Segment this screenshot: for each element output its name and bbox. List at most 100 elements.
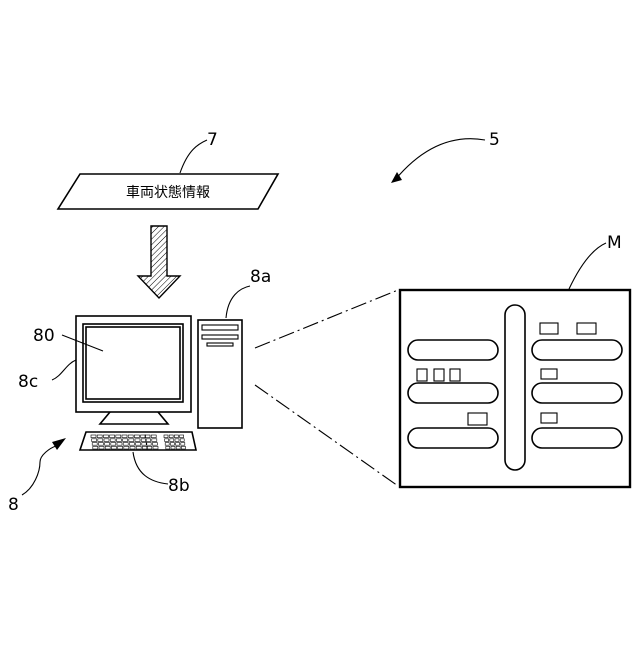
- monitor: [76, 316, 191, 424]
- vehicle-marker: [540, 323, 558, 334]
- monitor-screen: [83, 324, 183, 402]
- left-track-3: [408, 428, 498, 448]
- keyboard-key: [180, 435, 184, 438]
- vehicle-marker: [450, 369, 460, 381]
- keyboard: [80, 432, 196, 450]
- tower-drive-3: [207, 343, 233, 346]
- keyboard-key: [180, 439, 184, 442]
- leader-7: [180, 140, 207, 173]
- keyboard-key: [171, 446, 175, 449]
- keyboard-key: [98, 439, 103, 442]
- left-track-1: [408, 340, 498, 360]
- screen-detail-frame: [400, 290, 630, 487]
- arrowhead-8: [52, 438, 66, 450]
- vehicle-marker: [541, 369, 557, 379]
- keyboard-key: [181, 443, 185, 446]
- label-8a: 8a: [250, 267, 271, 287]
- keyboard-key: [123, 443, 128, 446]
- leader-8b: [133, 452, 168, 484]
- keyboard-key: [97, 435, 102, 438]
- keyboard-key: [151, 435, 156, 438]
- down-arrow: [138, 226, 180, 298]
- keyboard-key: [99, 446, 104, 449]
- keyboard-key: [164, 435, 168, 438]
- vehicle-marker: [577, 323, 596, 334]
- vehicle-marker: [434, 369, 444, 381]
- keyboard-key: [176, 446, 180, 449]
- keyboard-key: [117, 443, 122, 446]
- keyboard-key: [92, 439, 97, 442]
- projection-line-bottom: [255, 385, 398, 486]
- leader-8c: [52, 360, 76, 380]
- keyboard-key: [136, 446, 141, 449]
- keyboard-key: [123, 439, 128, 442]
- keyboard-key: [98, 443, 103, 446]
- keyboard-key: [165, 443, 169, 446]
- keyboard-key: [135, 439, 140, 442]
- label-7: 7: [207, 130, 218, 150]
- keyboard-keys: [91, 435, 185, 449]
- label-m: M: [607, 233, 622, 253]
- keyboard-key: [92, 443, 97, 446]
- vehicle-marker: [417, 369, 427, 381]
- keyboard-key: [110, 435, 115, 438]
- keyboard-key: [170, 443, 174, 446]
- keyboard-key: [129, 443, 134, 446]
- keyboard-key: [103, 435, 108, 438]
- tower-case: [198, 320, 242, 428]
- keyboard-key: [130, 446, 135, 449]
- right-track-3: [532, 428, 622, 448]
- keyboard-key: [105, 443, 110, 446]
- keyboard-key: [91, 435, 96, 438]
- label-8: 8: [8, 495, 19, 515]
- keyboard-key: [174, 435, 178, 438]
- leader-8: [22, 446, 56, 495]
- keyboard-key: [105, 446, 110, 449]
- label-5: 5: [489, 130, 500, 150]
- monitor-screen-inner: [86, 327, 180, 399]
- vertical-track: [505, 305, 525, 470]
- keyboard-key: [165, 439, 169, 442]
- label-80: 80: [33, 326, 55, 346]
- keyboard-key: [129, 439, 134, 442]
- keyboard-key: [111, 446, 116, 449]
- keyboard-key: [116, 439, 121, 442]
- keyboard-key: [118, 446, 123, 449]
- keyboard-key: [175, 439, 179, 442]
- keyboard-key: [110, 439, 115, 442]
- right-track-2: [532, 383, 622, 403]
- keyboard-key: [111, 443, 116, 446]
- keyboard-key: [128, 435, 133, 438]
- label-8b: 8b: [168, 476, 190, 496]
- keyboard-key: [153, 446, 158, 449]
- monitor-bezel: [76, 316, 191, 412]
- left-track-2: [408, 383, 498, 403]
- projection-line-top: [255, 290, 398, 348]
- keyboard-key: [124, 446, 129, 449]
- input-text: 車両状態情報: [126, 184, 210, 201]
- keyboard-key: [181, 446, 185, 449]
- keyboard-key: [116, 435, 121, 438]
- keyboard-key: [122, 435, 127, 438]
- keyboard-key: [104, 439, 109, 442]
- leader-8a: [226, 286, 250, 318]
- monitor-stand: [100, 412, 168, 424]
- keyboard-key: [93, 446, 98, 449]
- leader-m: [569, 243, 606, 289]
- tower-drive-1: [202, 325, 238, 330]
- vehicle-marker: [541, 413, 557, 423]
- keyboard-key: [152, 443, 157, 446]
- keyboard-key: [176, 443, 180, 446]
- screen-detail-m: [400, 290, 630, 487]
- keyboard-key: [166, 446, 170, 449]
- right-track-1: [532, 340, 622, 360]
- keyboard-key: [170, 439, 174, 442]
- vehicle-state-info-input: 車両状態情報: [58, 174, 278, 209]
- leader-5: [395, 139, 485, 180]
- keyboard-key: [152, 439, 157, 442]
- label-8c: 8c: [18, 372, 38, 392]
- tower-drive-2: [202, 335, 238, 339]
- keyboard-key: [136, 443, 141, 446]
